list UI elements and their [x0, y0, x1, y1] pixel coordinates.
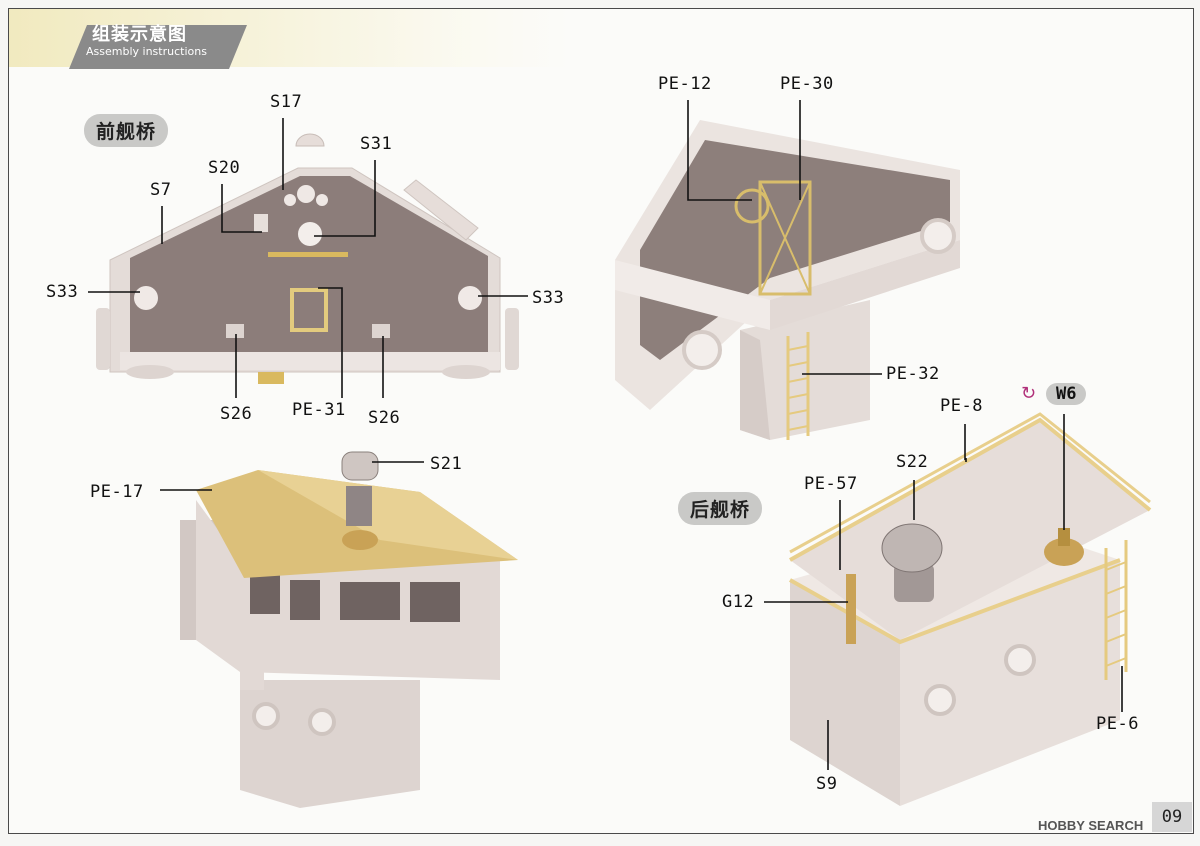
front-bridge-iso-view [615, 120, 960, 440]
label-s26-left: S26 [220, 404, 253, 424]
label-pe32: PE-32 [886, 364, 940, 384]
page-frame [8, 8, 1194, 834]
watermark: HOBBY SEARCH [1038, 818, 1144, 833]
label-s22: S22 [896, 452, 929, 472]
label-s9: S9 [816, 774, 838, 794]
section-rear-bridge: 后舰桥 [678, 492, 763, 525]
label-s26-right: S26 [368, 408, 401, 428]
label-w6: W6 [1046, 383, 1087, 405]
label-s31: S31 [360, 134, 393, 154]
title-box [69, 25, 247, 69]
label-s21: S21 [430, 454, 463, 474]
page-subtitle: Assembly instructions [86, 45, 207, 58]
label-pe17: PE-17 [90, 482, 144, 502]
label-pe31: PE-31 [292, 400, 346, 420]
label-pe12: PE-12 [658, 74, 712, 94]
label-g12: G12 [722, 592, 755, 612]
label-s20: S20 [208, 158, 241, 178]
page-title: 组装示意图 [92, 24, 187, 45]
leader-lines [88, 100, 1123, 770]
rear-bridge-view [789, 412, 1152, 806]
front-bridge-top-view [96, 133, 519, 384]
label-pe6: PE-6 [1096, 714, 1139, 734]
label-pe30: PE-30 [780, 74, 834, 94]
label-s7: S7 [150, 180, 172, 200]
label-s17: S17 [270, 92, 303, 112]
section-front-bridge: 前舰桥 [84, 114, 169, 147]
label-s33-left: S33 [46, 282, 79, 302]
label-pe8: PE-8 [940, 396, 983, 416]
bridge-cab-view [180, 451, 518, 808]
label-pe57: PE-57 [804, 474, 858, 494]
label-s33-right: S33 [532, 288, 565, 308]
page-number: 09 [1152, 802, 1192, 832]
rotate-icon: ↻ [1021, 383, 1037, 404]
